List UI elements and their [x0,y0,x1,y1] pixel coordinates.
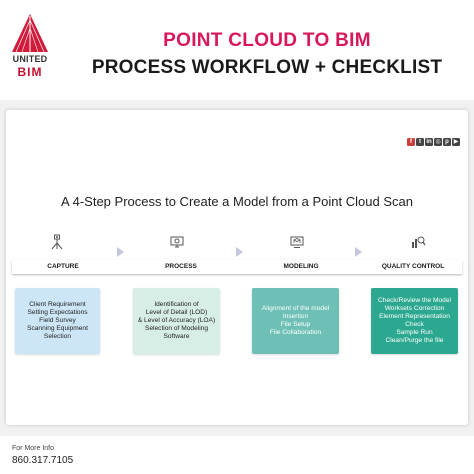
step-item: Setting Expectations [27,309,88,316]
step-item: Scanning Equipment [27,325,88,332]
step-item: Selection [43,333,72,340]
step-label-modeling: MODELING [283,263,319,270]
survey-tripod-icon [49,234,65,250]
step-label-capture: CAPTURE [47,263,79,270]
step-item: Level of Detail (LOD) [145,309,208,316]
step-item: Field Survey [39,317,76,324]
chart-magnifier-icon [410,234,426,250]
youtube-icon[interactable]: ▶ [452,138,460,146]
step-item: Check/Review the Model [378,297,451,304]
step-item: File Collaboration [269,329,322,336]
step-item: Insertion [282,313,309,320]
step-item: Worksets Correction [384,305,445,312]
process-title: A 4-Step Process to Create a Model from … [61,194,413,209]
step-item: Check [405,321,424,328]
chevron-right-icon [236,247,243,257]
chevron-right-icon [117,247,124,257]
facebook-icon[interactable]: f [407,138,415,146]
twitter-icon[interactable]: t [416,138,424,146]
united-bim-logo[interactable]: UNITED BIM [8,14,52,84]
step-label-quality-control: QUALITY CONTROL [381,263,445,270]
step-item: Software [163,333,190,340]
footer-phone[interactable]: 860.317.7105 [12,455,74,466]
step-item: Client Requirement [29,301,86,308]
linkedin-icon[interactable]: in [425,138,433,146]
step-item: Clean/Purge the file [385,337,444,344]
logo-pyramid-icon [12,14,48,52]
step-label-process: PROCESS [165,263,197,270]
step-item: Selection of Modeling [144,325,209,332]
pinterest-icon[interactable]: p [443,138,451,146]
step-item: Element Representation [379,313,450,320]
computer-model-icon [289,234,305,250]
page-subtitle: PROCESS WORKFLOW + CHECKLIST [91,57,443,78]
step-item: Alignment of the model [261,305,330,312]
step-item: Sample Run [396,329,433,336]
logo-text-bim: BIM [17,65,43,79]
step-item: & Level of Accuracy (LOA) [137,317,216,324]
chevron-right-icon [355,247,362,257]
step-item: Identification of [154,301,199,308]
page-footer: For More Info 860.317.7105 [0,436,474,474]
page-title: POINT CLOUD TO BIM [163,30,371,51]
steps-header-band [12,260,462,274]
logo-text-united: UNITED [12,54,48,64]
page-header: UNITED BIM POINT CLOUD TO BIM PROCESS WO… [0,0,474,100]
footer-label: For More Info [12,445,55,452]
step-item: File Setup [280,321,311,328]
instagram-icon[interactable]: ◎ [434,138,442,146]
settings-monitor-icon [169,234,185,250]
